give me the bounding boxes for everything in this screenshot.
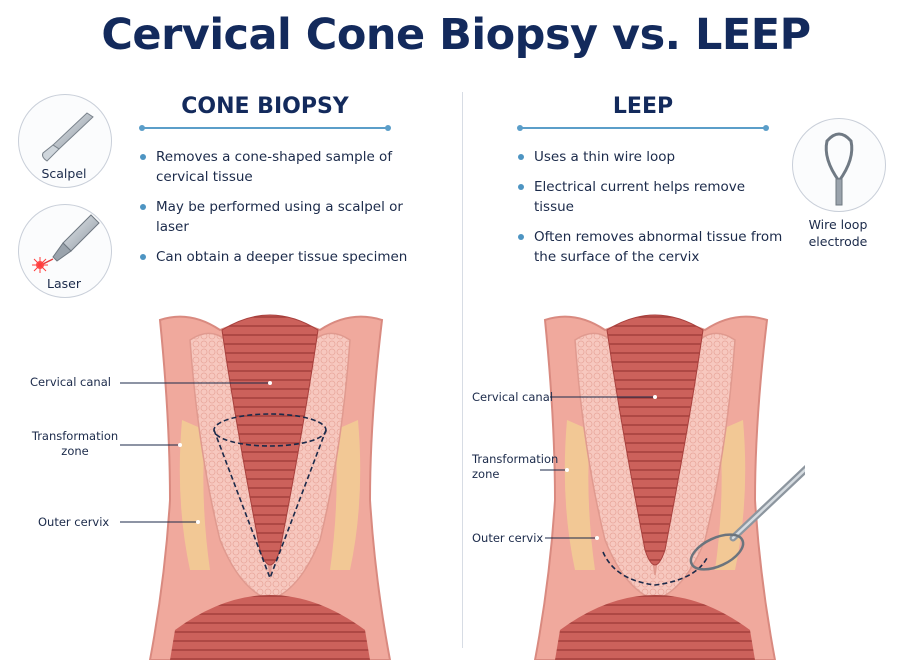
vaginal-lumen xyxy=(555,595,755,660)
cone-bullet-3: Can obtain a deeper tissue specimen xyxy=(140,247,410,267)
leep-excision-outline xyxy=(602,551,708,586)
scalpel-label: Scalpel xyxy=(41,166,87,181)
leep-label-canal: Cervical canal xyxy=(472,390,553,404)
tz-leader-dot xyxy=(178,443,182,447)
wire-loop-tool-circle xyxy=(792,118,886,212)
cone-biopsy-heading: CONE BIOPSY xyxy=(181,94,349,119)
transformation-zone-right xyxy=(330,420,361,570)
cone-bullet-1: Removes a cone-shaped sample of cervical… xyxy=(140,147,410,187)
cone-heading-rule xyxy=(139,125,391,131)
vaginal-lumen xyxy=(170,595,370,660)
canal-leader-dot xyxy=(653,395,657,399)
electrode-shaft-highlight xyxy=(731,468,805,540)
scalpel-icon xyxy=(42,112,94,162)
laser-label: Laser xyxy=(47,276,81,291)
transformation-zone-left xyxy=(179,420,210,570)
laser-icon xyxy=(32,214,100,273)
outer-leader-dot xyxy=(196,520,200,524)
wire-loop-icon xyxy=(824,132,854,206)
cone-bullet-list: Removes a cone-shaped sample of cervical… xyxy=(140,147,410,277)
cone-excision-outline xyxy=(213,429,327,581)
leep-heading-rule xyxy=(517,125,769,131)
canal-leader-dot xyxy=(268,381,272,385)
cone-label-canal: Cervical canal xyxy=(30,375,111,389)
wire-loop-label: Wire loop electrode xyxy=(808,217,868,249)
leep-bullet-1: Uses a thin wire loop xyxy=(518,147,786,167)
outer-leader-dot xyxy=(595,536,599,540)
leep-label-tz: Transformation zone xyxy=(472,452,559,481)
transformation-zone-left xyxy=(564,420,595,570)
leep-diagram xyxy=(533,314,805,660)
cone-biopsy-diagram xyxy=(120,314,392,660)
laser-tool-circle xyxy=(18,204,112,298)
cervical-canal-shape xyxy=(606,314,704,566)
cone-bullet-2: May be performed using a scalpel or lase… xyxy=(140,197,410,237)
tz-leader-dot xyxy=(565,468,569,472)
leep-bullet-list: Uses a thin wire loop Electrical current… xyxy=(518,147,786,277)
leep-heading: LEEP xyxy=(612,94,674,119)
page-title: Cervical Cone Biopsy vs. LEEP xyxy=(101,10,811,60)
leep-label-outer: Outer cervix xyxy=(472,531,544,545)
center-divider xyxy=(462,92,463,648)
leep-bullet-3: Often removes abnormal tissue from the s… xyxy=(518,227,786,267)
electrode-loop xyxy=(689,533,745,571)
cone-label-outer: Outer cervix xyxy=(38,515,110,529)
cone-label-tz: Transformation zone xyxy=(31,429,119,458)
cervical-canal-shape xyxy=(221,314,319,566)
leep-bullet-2: Electrical current helps remove tissue xyxy=(518,177,786,217)
scalpel-tool-circle xyxy=(18,94,112,188)
